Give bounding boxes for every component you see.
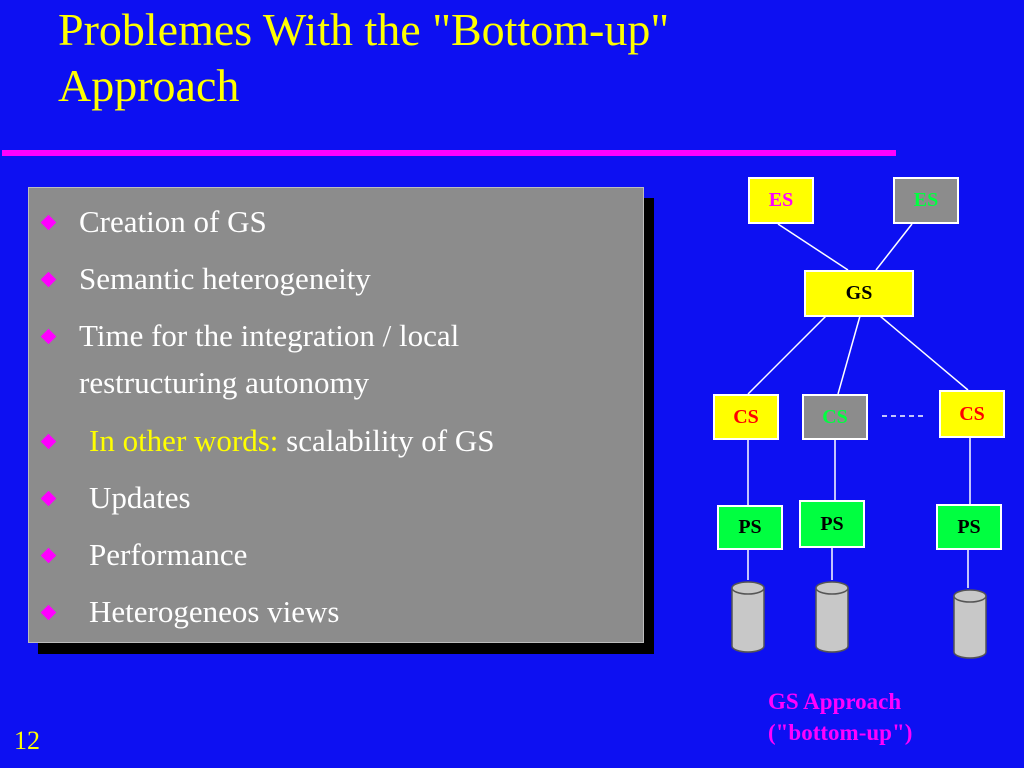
- caption-line-1: GS Approach: [768, 689, 902, 714]
- bullet-text-line-1: Time for the integration / local: [79, 318, 460, 353]
- page-number: 12: [14, 726, 40, 755]
- bullet-highlight: In other words:: [89, 423, 279, 458]
- edge-gs-cs-left: [747, 315, 827, 395]
- cs-node-left: CS: [713, 394, 779, 440]
- caption-line-2: ("bottom-up"): [768, 720, 913, 745]
- ps-node-middle: PS: [799, 500, 865, 548]
- bullet-text: scalability of GS: [286, 423, 495, 458]
- database-cylinder-icon: [731, 581, 765, 653]
- ps-node-left: PS: [717, 505, 783, 550]
- ps-node-right: PS: [936, 504, 1002, 550]
- bullet-text-line-2: restructuring autonomy: [79, 365, 370, 400]
- title-divider: [2, 150, 896, 156]
- bullet-box: Creation of GS Semantic heterogeneity Ti…: [28, 187, 644, 643]
- title-line-1: Problemes With the "Bottom-up": [58, 4, 670, 55]
- edge-es-gs-right: [875, 223, 913, 271]
- bullet-text: Heterogeneos views: [89, 594, 340, 629]
- bullet-text: Performance: [89, 537, 248, 572]
- gs-node: GS: [804, 270, 914, 317]
- bullet-text: Creation of GS: [79, 204, 267, 239]
- edge-gs-cs-right: [879, 315, 969, 391]
- diagram-caption: GS Approach ("bottom-up"): [768, 686, 912, 748]
- cs-node-middle: CS: [802, 394, 868, 440]
- es-node-left: ES: [748, 177, 814, 224]
- bullet-text: Updates: [89, 480, 191, 515]
- cs-node-right: CS: [939, 390, 1005, 438]
- database-cylinder-icon: [953, 589, 987, 659]
- es-node-right: ES: [893, 177, 959, 224]
- slide-title: Problemes With the "Bottom-up" Approach: [58, 2, 938, 114]
- database-cylinder-icon: [815, 581, 849, 653]
- edge-gs-cs-middle: [837, 315, 861, 395]
- bullet-text: Semantic heterogeneity: [79, 261, 371, 296]
- title-line-2: Approach: [58, 60, 240, 111]
- edge-es-gs-left: [777, 223, 849, 271]
